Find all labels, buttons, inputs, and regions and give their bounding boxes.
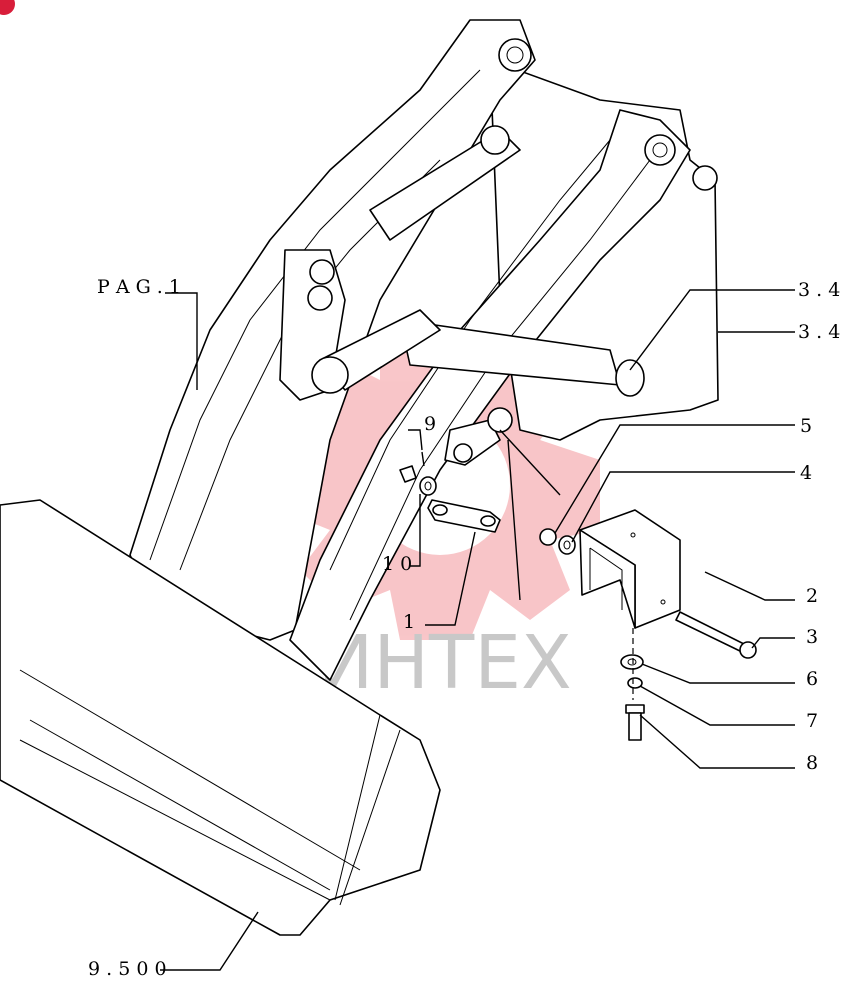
callout-10: 1 0 (382, 553, 412, 575)
watermark-text: ИНТЕХ (318, 620, 572, 706)
part-6-washer (620, 654, 644, 670)
corner-logo-icon (0, 0, 15, 15)
part-3-bolt (675, 611, 757, 659)
part-10-washer (419, 476, 437, 496)
callout-7: 7 (806, 710, 818, 732)
callout-5: 5 (800, 415, 812, 437)
part-4-washer (558, 535, 576, 555)
callout-8: 8 (806, 752, 818, 774)
callout-pag-1: P A G . 1 (97, 276, 181, 298)
callout-3-4-a: 3 . 4 (798, 279, 840, 301)
callout-9-500: 9 . 5 0 0 (88, 958, 167, 980)
callout-6: 6 (806, 668, 818, 690)
callout-3-4-b: 3 . 4 (798, 321, 840, 343)
callout-9: 9 (424, 413, 436, 435)
part-5-nut (539, 528, 557, 546)
leader-lines (160, 289, 795, 971)
part-8-bolt (625, 704, 645, 741)
callout-1: 1 (403, 611, 415, 633)
callout-4: 4 (800, 462, 812, 484)
part-9-pin (399, 451, 425, 483)
part-2-guard-bracket (579, 509, 681, 629)
bucket (0, 499, 441, 936)
part-7-lockwasher (627, 677, 643, 689)
part-1-link-plate (427, 499, 501, 533)
callout-3: 3 (806, 626, 818, 648)
callout-2: 2 (806, 585, 818, 607)
